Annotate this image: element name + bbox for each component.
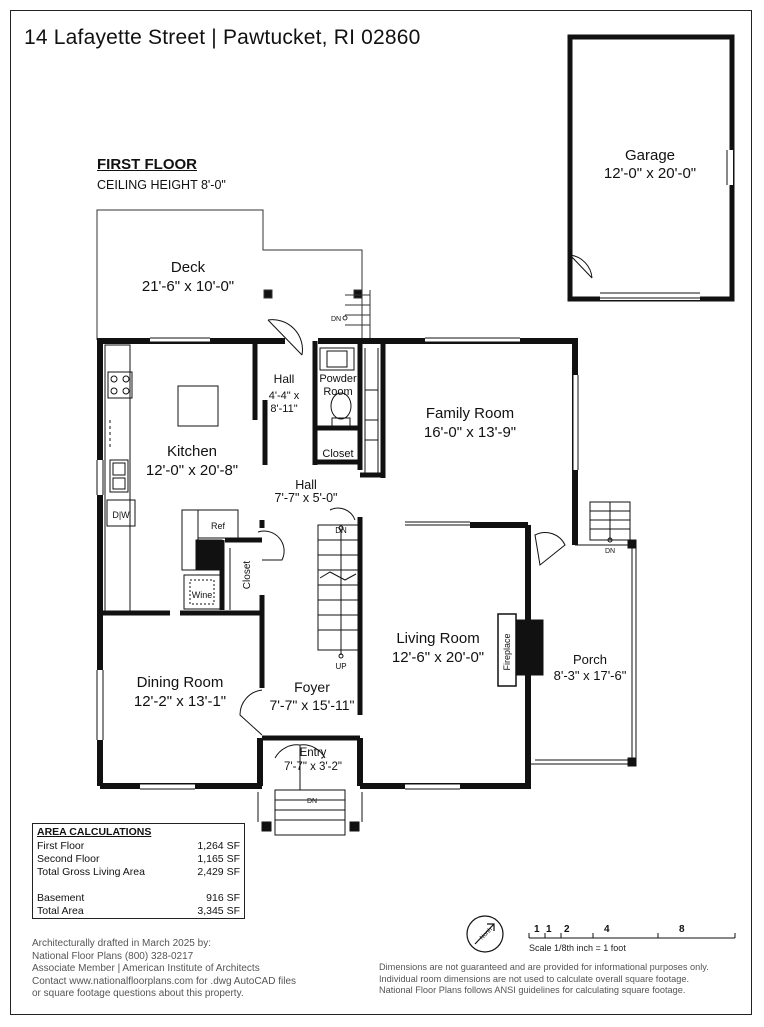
disclaimer: Dimensions are not guaranteed and are pr… [379,962,709,997]
windows [96,336,579,790]
stair-dn-label: DN [335,526,347,535]
staircase [317,524,359,659]
scale-tick: 4 [604,924,610,935]
dining-room-name: Dining Room [137,674,224,691]
powder-room-line1: Powder [319,373,357,385]
hall-upper-name: Hall [274,372,295,386]
hall-upper-dims2: 8'-11" [270,403,297,415]
area-label: Total Gross Living Area [37,866,145,878]
scale-tick: 8 [679,924,685,935]
wine-label: Wine [192,590,213,600]
entry-stair-dn: DN [307,798,317,805]
fireplace-structure [497,613,544,687]
area-value: 916 SF [206,892,240,904]
ref-label: Ref [211,521,226,531]
fireplace-label: Fireplace [502,633,512,670]
garage-name: Garage [625,147,675,164]
family-room-dims: 16'-0" x 13'-9" [424,424,516,441]
area-row: First Floor 1,264 SF [37,840,240,853]
disclaimer-line: Individual room dimensions are not used … [379,973,690,984]
area-value: 3,345 SF [197,905,240,917]
closet-upper-name: Closet [322,448,353,460]
area-row: Basement 916 SF [37,892,240,905]
entry-dims: 7'-7" x 3'-2" [284,761,342,773]
area-calculations-box: AREA CALCULATIONS First Floor 1,264 SF S… [32,823,245,919]
area-heading-row: AREA CALCULATIONS [37,826,240,839]
area-heading: AREA CALCULATIONS [37,826,152,838]
hall-middle-dims: 7'-7" x 5'-0" [275,491,338,505]
living-room-dims: 12'-6" x 20'-0" [392,649,484,666]
page-frame [10,10,752,1015]
living-room-name: Living Room [396,630,479,647]
credits-line: or square footage questions about this p… [32,988,244,999]
hall-middle-name: Hall [295,478,317,492]
deck-outline [96,209,371,340]
deck-dims: 21'-6" x 10'-0" [142,278,234,295]
porch-outline [530,501,637,767]
area-label: First Floor [37,840,85,852]
family-room-name: Family Room [426,405,514,422]
interior-walls [100,341,386,741]
scale-tick: 1 [546,924,552,935]
credits-line: Contact www.nationalfloorplans.com for .… [32,975,297,987]
deck-name: Deck [171,259,206,276]
area-label: Basement [37,892,85,904]
floor-name: FIRST FLOOR [97,156,197,173]
stair-up-label: UP [335,662,346,671]
area-value: 1,165 SF [197,853,240,865]
porch-stair-dn: DN [605,548,615,555]
area-row: Total Gross Living Area 2,429 SF [37,866,240,879]
scale-ticks: 1 1 2 4 8 [534,924,685,935]
scale-tick: 2 [564,924,570,935]
area-row: Second Floor 1,165 SF [37,853,240,866]
credits-line: Architecturally drafted in March 2025 by… [32,938,211,949]
garage-dims: 12'-0" x 20'-0" [604,165,696,182]
interior-fixtures [104,319,566,790]
compass-icon [466,915,504,953]
area-label: Total Area [37,905,84,917]
porch-name: Porch [573,652,607,667]
dishwasher-label: D|W [112,510,130,520]
credits: Architecturally drafted in March 2025 by… [32,938,296,1001]
foyer-name: Foyer [294,679,330,695]
area-row: Total Area 3,345 SF [37,905,240,918]
hall-upper-dims1: 4'-4" x [269,390,300,402]
scale-tick: 1 [534,924,540,935]
kitchen-name: Kitchen [167,443,217,460]
porch-dims: 8'-3" x 17'-6" [554,668,627,683]
scale-bar [528,933,736,939]
disclaimer-line: Dimensions are not guaranteed and are pr… [379,962,709,972]
compass-label: North [479,927,494,942]
page-title: 14 Lafayette Street | Pawtucket, RI 0286… [24,26,421,49]
powder-room-line2: Room [323,386,352,398]
entry-steps [257,789,363,836]
area-value: 1,264 SF [197,840,240,852]
deck-stair-dn: DN [331,316,341,323]
area-label: Second Floor [37,853,100,865]
entry-name: Entry [300,747,327,759]
closet-lower-name: Closet [242,561,253,590]
garage-structure [567,34,735,302]
kitchen-dims: 12'-0" x 20'-8" [146,462,238,479]
disclaimer-line: National Floor Plans follows ANSI guidel… [379,985,686,995]
scale-label: Scale 1/8th inch = 1 foot [529,943,626,953]
dining-room-dims: 12'-2" x 13'-1" [134,693,226,710]
credits-line: Associate Member | American Institute of… [32,963,260,974]
credits-line: National Floor Plans (800) 328-0217 [32,950,194,962]
ceiling-height: CEILING HEIGHT 8'-0" [97,178,226,192]
area-value: 2,429 SF [197,866,240,878]
foyer-dims: 7'-7" x 15'-11" [269,697,354,713]
